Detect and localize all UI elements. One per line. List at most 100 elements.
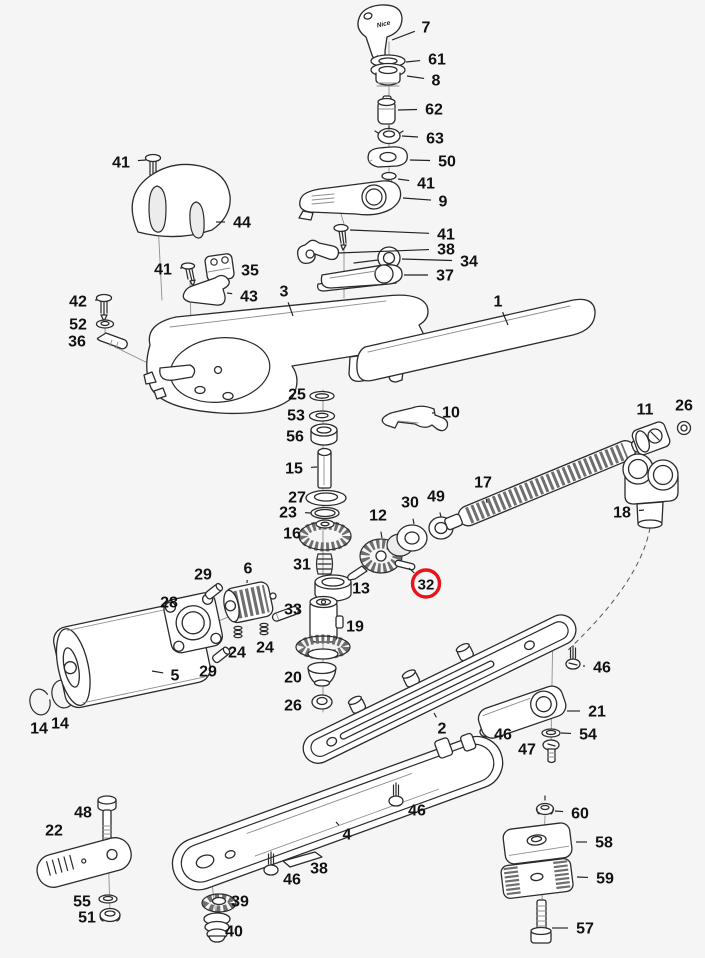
part-label-57: 57: [576, 921, 594, 938]
part-label-46: 46: [408, 803, 426, 820]
leader-line-49: [439, 512, 442, 518]
part-label-10: 10: [442, 405, 460, 422]
part-label-36: 36: [68, 334, 86, 351]
leader-line-43: [226, 292, 233, 295]
leader-line-5: [151, 670, 164, 674]
part-label-11: 11: [637, 402, 654, 419]
part-29-pin-top: [204, 582, 224, 600]
part-27-washer: [305, 489, 347, 507]
part-label-55: 55: [73, 894, 91, 911]
part-48-bolt: [97, 795, 117, 843]
part-26-ring-top: [676, 420, 692, 436]
leader-line-41: [397, 178, 410, 182]
part-37-lever-arm: [316, 264, 403, 292]
part-label-29: 29: [194, 567, 212, 584]
part-label-19: 19: [346, 619, 364, 636]
part-label-38: 38: [310, 861, 328, 878]
part-label-46: 46: [494, 727, 512, 744]
part-label-35: 35: [241, 263, 259, 280]
part-label-34: 34: [460, 254, 478, 271]
part-58-clamp-plate: [502, 822, 573, 865]
part-label-50: 50: [438, 154, 456, 171]
part-label-21: 21: [588, 704, 606, 721]
part-41-screw-left2: [180, 262, 196, 287]
part-label-43: 43: [240, 289, 258, 306]
part-label-41: 41: [154, 262, 172, 279]
part-label-53: 53: [287, 408, 305, 425]
leader-line-50: [409, 159, 431, 162]
part-43-bracket: [182, 274, 230, 306]
part-label-48: 48: [74, 805, 92, 822]
part-label-23: 23: [279, 505, 297, 522]
part-8-bushing: [370, 62, 406, 87]
part-label-37: 37: [436, 268, 454, 285]
part-label-44: 44: [233, 215, 251, 232]
part-13-bushing-ring: [314, 574, 352, 602]
part-25-ring: [309, 390, 335, 402]
leader-line-2: [433, 712, 437, 718]
part-24-spring-left: [233, 625, 243, 639]
part-53-washer: [308, 410, 336, 422]
part-label-29: 29: [199, 664, 217, 681]
part-19-gear-shaft: [295, 595, 351, 660]
part-40-gland-body: [203, 912, 231, 943]
part-label-5: 5: [171, 668, 180, 685]
part-label-60: 60: [571, 806, 589, 823]
part-label-26: 26: [675, 398, 693, 415]
part-52-washer: [95, 319, 115, 329]
part-label-52: 52: [69, 317, 87, 334]
part-9-release-lever: [298, 180, 402, 221]
leader-line-60: [554, 810, 564, 813]
leader-line-63: [401, 135, 419, 138]
part-60-nut: [535, 795, 555, 816]
part-23-oring: [310, 506, 340, 520]
part-56-bushing: [310, 423, 338, 446]
part-label-58: 58: [595, 835, 613, 852]
leader-line-61: [405, 60, 421, 63]
part-59-clamp-base: [500, 858, 574, 899]
part-39-gland-nut: [201, 893, 237, 913]
part-label-18: 18: [613, 505, 631, 522]
part-label-14: 14: [51, 716, 69, 733]
part-15-shaft-pin: [317, 447, 332, 489]
part-29-pin-bottom: [212, 646, 231, 664]
part-label-25: 25: [288, 387, 306, 404]
part-label-7: 7: [422, 20, 431, 37]
part-50-cam-plate: [367, 146, 408, 168]
part-label-54: 54: [579, 727, 597, 744]
part-label-32: 32: [418, 577, 435, 594]
leader-line-41: [137, 159, 147, 162]
part-label-26: 26: [284, 698, 302, 715]
part-1-cover-profile: [356, 298, 596, 382]
leader-line-30: [412, 518, 415, 525]
part-7-release-key: Nice: [357, 4, 403, 61]
part-42-screw: [95, 293, 113, 322]
part-label-8: 8: [432, 73, 441, 90]
part-41-screw-mid: [333, 223, 349, 251]
part-label-33: 33: [284, 602, 302, 619]
part-label-27: 27: [288, 490, 306, 507]
part-label-13: 13: [352, 581, 370, 598]
part-label-14: 14: [30, 721, 48, 738]
part-63-nut: [374, 125, 404, 145]
part-label-40: 40: [225, 924, 243, 941]
part-46-screw-rail-right: [565, 645, 581, 670]
part-label-22: 22: [45, 823, 63, 840]
part-4-bottom-shell: [171, 732, 504, 891]
part-label-28: 28: [160, 595, 178, 612]
leader-line-7: [391, 30, 416, 41]
part-label-46: 46: [593, 660, 611, 677]
part-20-cup-washer: [307, 661, 337, 687]
part-label-41: 41: [437, 227, 455, 244]
part-label-1: 1: [494, 294, 503, 311]
part-47-screw: [542, 739, 560, 764]
leader-line-62: [397, 108, 418, 111]
leader-line-32: [408, 567, 415, 574]
part-label-15: 15: [285, 461, 303, 478]
part-label-61: 61: [428, 52, 446, 69]
part-32-pin: [394, 559, 416, 571]
leader-line-1: [502, 311, 509, 326]
leader-line-8: [406, 75, 425, 79]
part-label-2: 2: [438, 721, 447, 738]
part-label-6: 6: [244, 561, 253, 578]
